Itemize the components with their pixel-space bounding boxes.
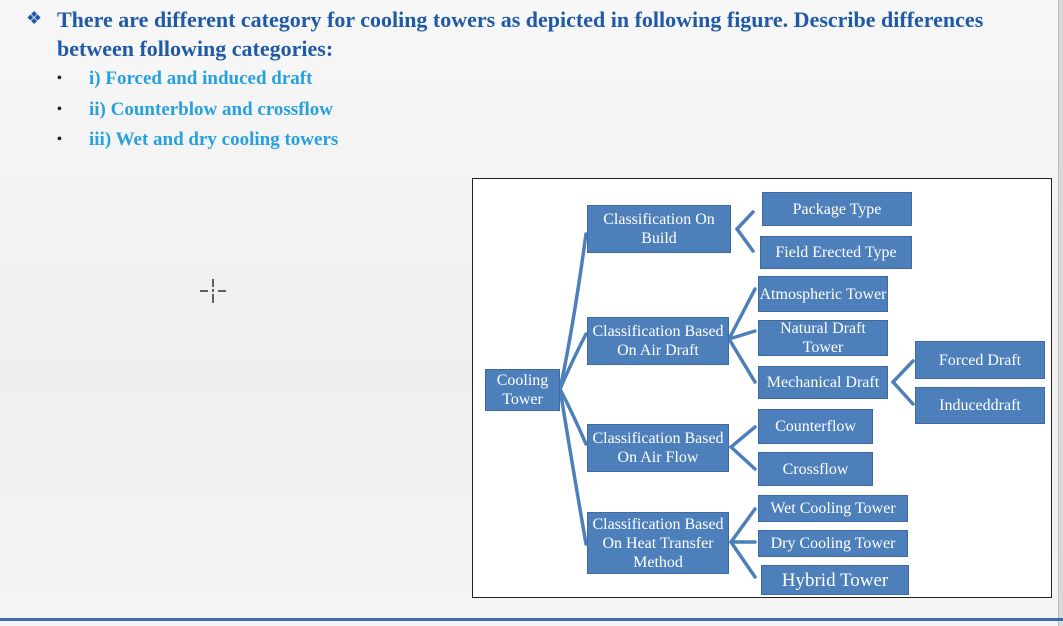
scrollbar-edge[interactable] [1058, 0, 1063, 626]
crosshair-cursor-icon [200, 279, 226, 303]
bullet-icon: • [57, 132, 62, 147]
node-induced-draft: Induceddraft [915, 387, 1045, 424]
node-natural-draft-tower: Natural Draft Tower [758, 320, 888, 356]
list-item-text: iii) Wet and dry cooling towers [89, 129, 339, 150]
node-mechanical-draft: Mechanical Draft [758, 366, 888, 399]
node-field-erected-type: Field Erected Type [760, 236, 912, 269]
node-classification-air-flow: Classification Based On Air Flow [587, 424, 729, 472]
node-classification-air-draft: Classification Based On Air Draft [587, 317, 729, 365]
list-item-text: i) Forced and induced draft [89, 68, 313, 89]
bullet-icon: • [57, 71, 62, 86]
diagram-connectors [558, 210, 915, 579]
node-forced-draft: Forced Draft [915, 341, 1045, 379]
node-classification-heat-transfer: Classification Based On Heat Transfer Me… [587, 512, 729, 574]
node-dry-cooling-tower: Dry Cooling Tower [758, 530, 908, 557]
diamond-bullet-icon: ❖ [26, 8, 43, 28]
bottom-divider [0, 618, 1063, 621]
node-counterflow: Counterflow [758, 409, 873, 444]
bullet-icon: • [57, 102, 62, 117]
cooling-tower-diagram: Cooling Tower Classification On Build Cl… [472, 178, 1052, 598]
node-package-type: Package Type [762, 192, 912, 226]
node-crossflow: Crossflow [758, 452, 873, 486]
node-hybrid-tower: Hybrid Tower [761, 565, 909, 595]
node-classification-build: Classification On Build [587, 205, 731, 253]
node-wet-cooling-tower: Wet Cooling Tower [758, 495, 908, 522]
question-heading: There are different category for cooling… [57, 7, 984, 61]
node-cooling-tower: Cooling Tower [485, 369, 560, 411]
list-item-text: ii) Counterblow and crossflow [89, 99, 334, 120]
node-atmospheric-tower: Atmospheric Tower [758, 276, 888, 312]
